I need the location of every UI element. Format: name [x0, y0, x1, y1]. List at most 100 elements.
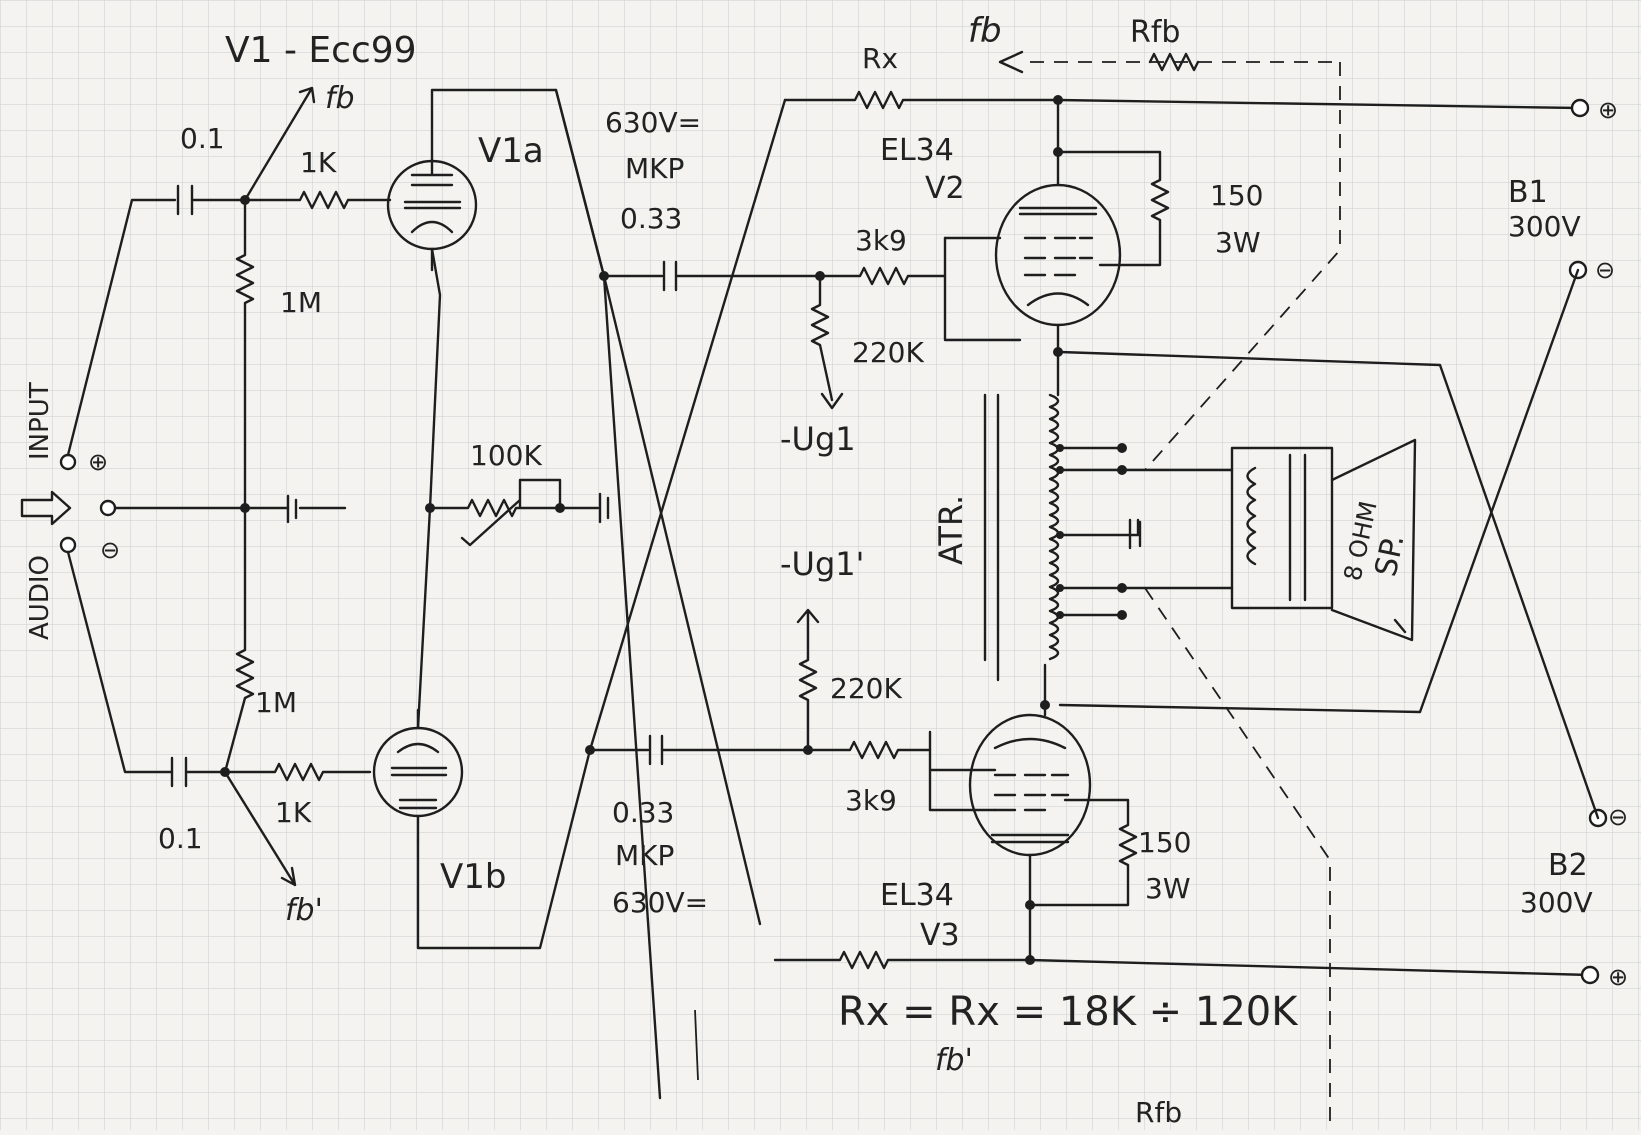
wire-cathode-v1 [416, 247, 442, 730]
resistor-rfb-top [1148, 52, 1200, 72]
wire-anode-v1b [416, 98, 787, 950]
feedback-arrow-top [243, 86, 316, 202]
wire-input-bottom [66, 550, 174, 774]
label-v2: V2 [925, 171, 965, 206]
label-fb-top-input: fb [325, 81, 355, 116]
label-3k9-bottom: 3k9 [845, 784, 897, 817]
label-v1: V1 - Ecc99 [225, 30, 417, 71]
label-fb-top: fb [968, 11, 1002, 51]
ground-symbol-input [286, 494, 347, 524]
label-fb-bottom: fb' [935, 1043, 973, 1078]
label-ug1: -Ug1 [780, 420, 856, 458]
label-b1-minus: ⊖ [1595, 256, 1615, 284]
label-mkp-bottom: MKP [615, 839, 674, 872]
wire-screen-v2 [943, 236, 1022, 342]
feedback-arrow-bottom [223, 770, 297, 887]
label-cap-top: 0.1 [180, 122, 225, 155]
label-1m-bottom: 1M [255, 686, 297, 719]
label-630v-top: 630V= [605, 106, 701, 139]
label-033-top: 0.33 [620, 202, 682, 235]
label-rfb-top: Rfb [1130, 15, 1180, 50]
label-1k-bottom: 1K [275, 796, 312, 829]
label-630v-bottom: 630V= [612, 886, 708, 919]
label-3w-top: 3W [1215, 226, 1261, 259]
resistor-1k-top [243, 190, 392, 210]
label-1m-top: 1M [280, 286, 322, 319]
label-atr: ATR. [932, 495, 970, 565]
node-ground [240, 503, 250, 513]
label-el34-bottom: EL34 [880, 878, 954, 913]
resistor-220k-bottom [796, 608, 820, 752]
label-input-minus: ⊖ [100, 536, 120, 564]
input-terminal-plus [59, 453, 77, 471]
wire-input-top [66, 198, 177, 457]
wire-b1-minus [1058, 268, 1580, 714]
label-220k-top: 220K [852, 336, 924, 369]
label-input-plus: ⊕ [88, 448, 108, 476]
label-b1-voltage: 300V [1508, 210, 1581, 243]
node-v2-anode [1053, 347, 1063, 357]
ground-symbol-pot [558, 492, 610, 524]
label-input: INPUT [25, 382, 55, 460]
label-ug1-prime: -Ug1' [780, 545, 864, 583]
input-section [20, 198, 290, 774]
label-150-bottom: 150 [1138, 826, 1191, 859]
label-v3: V3 [920, 918, 960, 953]
label-rfb-bottom: Rfb [1135, 1096, 1182, 1129]
speaker-icon [1120, 438, 1417, 642]
label-fb-bottom-input: fb' [285, 893, 323, 928]
resistor-3k9-top [818, 266, 947, 286]
label-100k: 100K [470, 439, 542, 472]
node-v3-anode [1040, 700, 1050, 710]
resistor-rx-top [783, 90, 1582, 110]
resistor-150-top [1056, 98, 1170, 267]
label-sp: SP. [1369, 531, 1412, 579]
node-v3-cathode [1025, 900, 1035, 910]
output-transformer [983, 393, 1140, 682]
pencil-mark [694, 1009, 699, 1081]
wire-b2-minus [1058, 350, 1600, 820]
input-terminal-ground [99, 499, 117, 517]
label-audio: AUDIO [25, 555, 55, 640]
label-v1a: V1a [478, 131, 544, 171]
node-b1-plus [1053, 95, 1063, 105]
label-cap-bottom: 0.1 [158, 822, 203, 855]
labels: V1 - Ecc99 fb 0.1 1K 1M V1a 100K 1M 1K 0… [25, 11, 1628, 1129]
capacitor-c-in-bottom [170, 756, 227, 788]
input-terminal-minus [59, 536, 77, 554]
label-rx-formula: Rx = Rx = 18K ÷ 120K [838, 989, 1299, 1035]
label-1k-top: 1K [300, 146, 337, 179]
terminal-b2-plus [1580, 965, 1600, 985]
resistor-3k9-bottom [806, 740, 932, 760]
label-033-bottom: 0.33 [612, 796, 674, 829]
label-rx-top: Rx [862, 42, 898, 75]
label-v1b: V1b [440, 857, 506, 897]
potentiometer-100k [428, 478, 562, 547]
input-arrow-icon [20, 490, 72, 526]
label-b1-plus: ⊕ [1598, 96, 1618, 124]
resistor-rx-bottom [773, 950, 1592, 977]
wire-v1a-down [602, 274, 762, 926]
label-b2-voltage: 300V [1520, 886, 1593, 919]
label-220k-bottom: 220K [830, 672, 902, 705]
ground-symbol-tap [1128, 518, 1142, 550]
label-b1: B1 [1508, 175, 1548, 210]
label-3k9-top: 3k9 [855, 224, 907, 257]
resistor-220k-top [810, 274, 844, 410]
label-el34-top: EL34 [880, 133, 954, 168]
label-b2: B2 [1548, 848, 1588, 883]
terminal-b1-plus [1570, 98, 1590, 118]
capacitor-coupling-bottom [588, 734, 810, 766]
resistor-1k-bottom [223, 762, 372, 782]
feedback-arrowhead-top [998, 50, 1024, 74]
label-mkp-top: MKP [625, 152, 684, 185]
capacitor-coupling-top [602, 260, 822, 292]
wire-screen-v3 [928, 730, 997, 812]
label-b2-plus: ⊕ [1608, 963, 1628, 991]
wire-v1a-to-coupling [554, 88, 606, 278]
capacitor-c-in-top [176, 184, 247, 216]
label-b2-minus: ⊖ [1608, 803, 1628, 831]
